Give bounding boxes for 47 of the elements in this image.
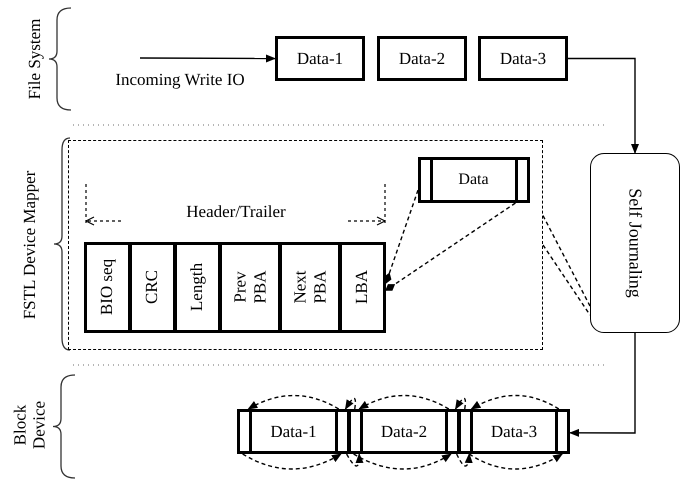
block-label: Next PBA <box>290 269 330 306</box>
block-label: Data-2 <box>398 48 446 68</box>
arrow <box>346 453 364 467</box>
section-label: Block Device <box>11 400 49 452</box>
arrow <box>456 453 473 467</box>
arrow <box>358 394 450 410</box>
block-label: Length <box>187 262 207 314</box>
field-cell <box>278 242 340 332</box>
arrow <box>470 394 560 410</box>
block-label: Data-3 <box>500 48 546 68</box>
field-cell <box>218 242 280 332</box>
input-label: Incoming Write IO <box>115 70 245 90</box>
block-label: Data-2 <box>380 422 428 442</box>
block-label: Data-1 <box>296 48 344 68</box>
data-block-box <box>377 36 467 81</box>
arrow <box>344 398 356 410</box>
block-label: Data-3 <box>490 422 538 442</box>
block-label: BIO seq <box>97 258 117 318</box>
data-block-box <box>348 409 460 454</box>
field-cell <box>84 242 130 332</box>
arrow <box>468 453 564 470</box>
data-block-box <box>237 409 350 454</box>
block-label: CRC <box>142 268 162 306</box>
connector-line <box>542 244 591 316</box>
section-label: File System <box>25 18 45 100</box>
data-block-box <box>478 36 568 81</box>
arrow <box>242 453 342 470</box>
arrow <box>569 333 636 437</box>
process-box <box>590 153 680 333</box>
arrow <box>247 394 340 410</box>
data-block-box <box>458 409 570 454</box>
section-label: FSTL Device Mapper <box>20 170 40 320</box>
data-block-box <box>275 36 365 81</box>
connector-line <box>542 215 591 306</box>
field-cell <box>128 242 176 332</box>
field-cell <box>338 242 386 332</box>
block-label: Prev PBA <box>230 269 270 306</box>
block-label: Self Journaling <box>624 188 646 298</box>
block-label: Data <box>458 170 489 188</box>
data-block-box <box>418 156 530 202</box>
arrow <box>353 453 452 470</box>
block-label: Data-1 <box>270 422 317 442</box>
arrow <box>140 54 276 62</box>
arrow <box>454 398 466 410</box>
block-label: LBA <box>352 269 372 306</box>
arrow <box>568 58 639 154</box>
field-cell <box>174 242 220 332</box>
